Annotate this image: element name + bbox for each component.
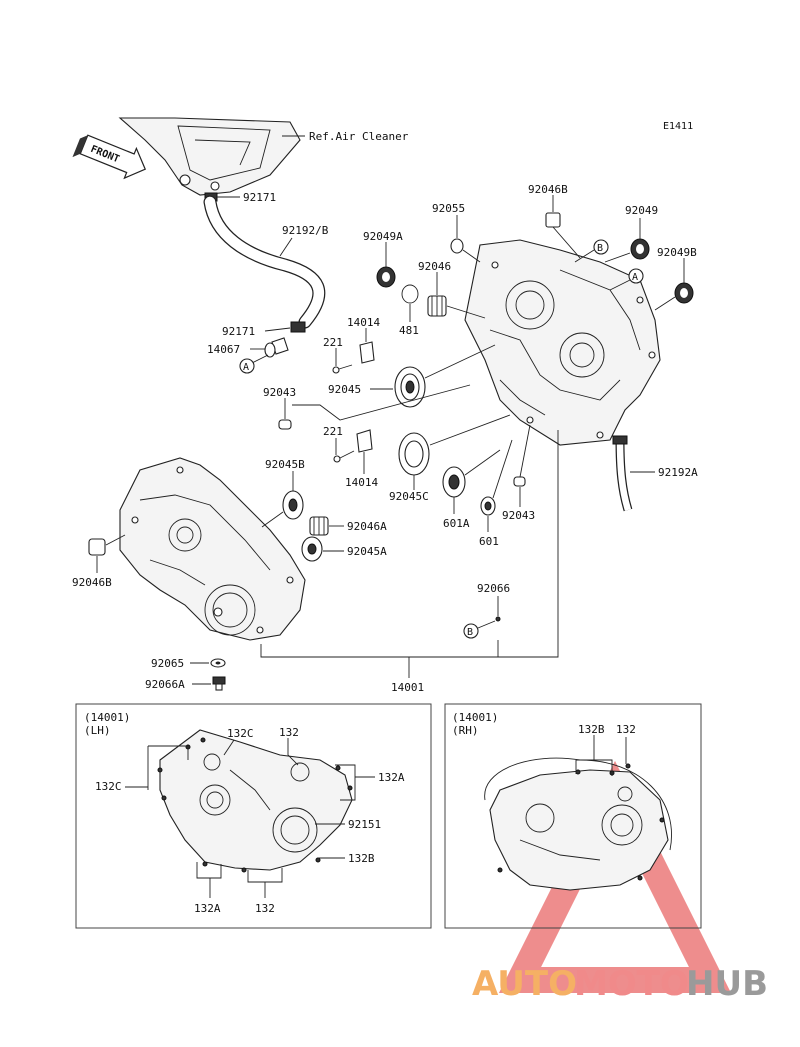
ref-air-cleaner-label: Ref.Air Cleaner: [309, 130, 409, 143]
label-92065: 92065: [151, 657, 184, 670]
svg-text:HUB: HUB: [686, 964, 768, 1004]
label-92049A: 92049A: [363, 230, 403, 243]
label-92055: 92055: [432, 202, 465, 215]
dowel-92043-left: [278, 419, 292, 430]
crankcase-lh: [119, 457, 306, 641]
bracket-14001: [260, 430, 559, 658]
bearing-92046B-top: [545, 212, 561, 228]
diagram-code: E1411: [663, 121, 693, 132]
label-92046: 92046: [418, 260, 451, 273]
lh-title-code: (14001): [84, 711, 130, 724]
lh-label-132-top: 132: [279, 726, 299, 739]
svg-text:B: B: [467, 627, 473, 638]
hose-92192A: [612, 435, 633, 512]
crankcase-rh: [464, 239, 661, 446]
label-14014-top: 14014: [347, 316, 380, 329]
bearing-92045B: [282, 490, 304, 520]
clamp-92171-mid: [290, 321, 306, 333]
plug-92066: [495, 616, 501, 622]
label-92066A: 92066A: [145, 678, 185, 691]
oring-92055: [450, 238, 464, 254]
lh-label-132A-right: 132A: [378, 771, 405, 784]
label-92045: 92045: [328, 383, 361, 396]
rh-label-132: 132: [616, 723, 636, 736]
plate-14014-top: [359, 341, 375, 364]
label-92045A: 92045A: [347, 545, 387, 558]
bearing-92045: [394, 366, 426, 408]
lh-label-132-bot: 132: [255, 902, 275, 915]
label-92171-mid: 92171: [222, 325, 255, 338]
label-14001: 14001: [391, 681, 424, 694]
label-221-bot: 221: [323, 425, 343, 438]
label-92046B-top: 92046B: [528, 183, 568, 196]
watermark-logo: AUTO MOTO HUB: [472, 964, 768, 1004]
label-14067: 14067: [207, 343, 240, 356]
bearing-92045C: [398, 432, 430, 476]
svg-text:B: B: [597, 243, 603, 254]
label-92046A: 92046A: [347, 520, 387, 533]
callout-a-left: [239, 358, 255, 374]
label-92192A: 92192A: [658, 466, 698, 479]
plate-14014-bot: [356, 429, 373, 453]
label-92066: 92066: [477, 582, 510, 595]
svg-text:MOTO: MOTO: [574, 964, 689, 1004]
rh-detail-box: (14001) (RH) 132B 132: [444, 703, 702, 929]
bearing-601A: [442, 466, 466, 498]
label-92043-right: 92043: [502, 509, 535, 522]
screw-221-top: [332, 364, 353, 374]
label-92043-left: 92043: [263, 386, 296, 399]
lh-detail-box: (14001) (LH) 132C 132C 132 132A 92151 13…: [75, 703, 432, 929]
lh-label-132C-left: 132C: [95, 780, 122, 793]
label-14014-bot: 14014: [345, 476, 378, 489]
rh-title-side: (RH): [452, 724, 479, 737]
label-481: 481: [399, 324, 419, 337]
rh-title-code: (14001): [452, 711, 498, 724]
bearing-92046B-left: [88, 538, 106, 556]
bearing-92045A: [301, 536, 323, 562]
lh-label-132A-bot: 132A: [194, 902, 221, 915]
bearing-601: [480, 496, 496, 516]
svg-text:AUTO: AUTO: [472, 964, 577, 1004]
label-92049B: 92049B: [657, 246, 697, 259]
fitting-14067: [264, 337, 289, 358]
label-92049: 92049: [625, 204, 658, 217]
label-92046B-left: 92046B: [72, 576, 112, 589]
svg-text:A: A: [243, 362, 249, 373]
lh-label-92151: 92151: [348, 818, 381, 831]
label-221-top: 221: [323, 336, 343, 349]
label-601: 601: [479, 535, 499, 548]
callout-b-bottom: [463, 623, 479, 639]
label-92045C: 92045C: [389, 490, 429, 503]
screw-221-bot: [333, 450, 355, 463]
callout-b-top: [593, 239, 609, 255]
lh-label-132B: 132B: [348, 852, 375, 865]
rh-label-132B: 132B: [578, 723, 605, 736]
svg-text:A: A: [632, 272, 638, 283]
dowel-92043-right: [513, 476, 526, 487]
lh-title-side: (LH): [84, 724, 111, 737]
label-601A: 601A: [443, 517, 470, 530]
bearing-92046A: [309, 516, 329, 536]
bearing-92046: [427, 295, 447, 317]
label-92192B: 92192/B: [282, 224, 329, 237]
label-92045B: 92045B: [265, 458, 305, 471]
front-arrow-icon: FRONT: [72, 134, 147, 180]
air-cleaner-housing: [118, 117, 301, 196]
circlip-481: [401, 284, 419, 304]
callout-a-right: [628, 268, 644, 284]
plug-92066A: [212, 676, 226, 691]
label-92171-top: 92171: [243, 191, 276, 204]
lh-label-132C-top: 132C: [227, 727, 254, 740]
